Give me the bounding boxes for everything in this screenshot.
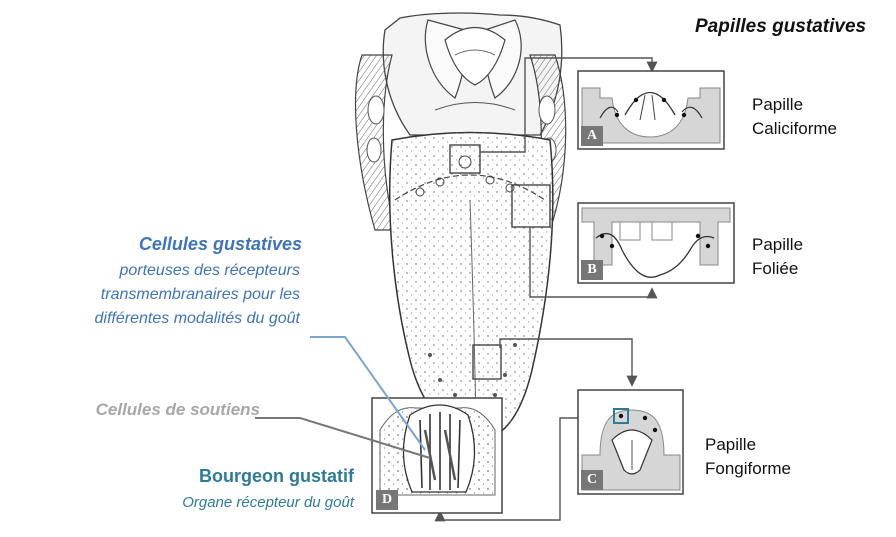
cellules-gustatives-heading: Cellules gustatives [139,234,302,255]
panel-letter-c: C [581,470,603,490]
panel-letter-b: B [581,260,603,280]
page-title: Papilles gustatives [695,16,866,38]
papille-b-line1: Papille [752,233,803,257]
cellules-gustatives-line3: différentes modalités du goût [95,307,300,331]
bourgeon-subtitle: Organe récepteur du goût [182,494,354,511]
panel-letter-a: A [581,126,603,146]
papille-b-line2: Foliée [752,257,803,281]
bourgeon-heading: Bourgeon gustatif [199,466,354,487]
cellules-gustatives-line1: porteuses des récepteurs [95,259,300,283]
cellules-gustatives-line2: transmembranaires pour les [95,283,300,307]
papille-a-line2: Caliciforme [752,117,837,141]
papille-b-label: Papille Foliée [752,233,803,281]
papille-a-label: Papille Caliciforme [752,93,837,141]
papille-a-line1: Papille [752,93,837,117]
cellules-soutiens-label: Cellules de soutiens [96,400,260,420]
cellules-gustatives-text: porteuses des récepteurs transmembranair… [95,259,300,331]
papille-c-line2: Fongiforme [705,457,791,481]
panel-letter-d: D [376,490,398,510]
papille-c-label: Papille Fongiforme [705,433,791,481]
papille-c-line1: Papille [705,433,791,457]
